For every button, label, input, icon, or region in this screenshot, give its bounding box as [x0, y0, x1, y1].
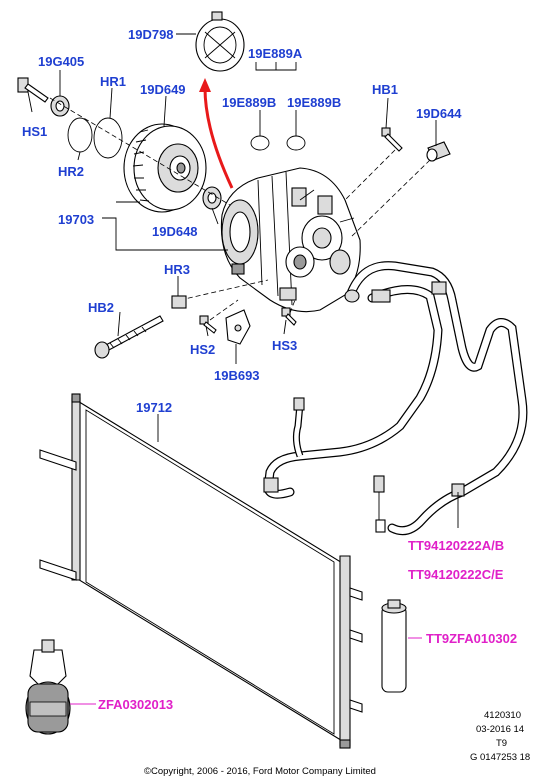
part-HB1-bolt	[381, 127, 403, 152]
label-19D648: 19D648	[152, 224, 198, 239]
label-receiver-dryer: TT9ZFA010302	[426, 631, 517, 646]
refrigerant-hose-assembly	[263, 261, 528, 536]
part-HS2-bolt	[199, 315, 217, 334]
label-19703: 19703	[58, 212, 94, 227]
part-HB2-bolt	[94, 315, 164, 359]
label-hose-ce: TT94120222C/E	[408, 567, 504, 582]
part-HS1-bolt	[17, 77, 49, 103]
part-19E889B-oring-right	[286, 135, 306, 151]
part-receiver-dryer	[381, 599, 407, 693]
label-19712: 19712	[136, 400, 172, 415]
alignment-line-2	[179, 279, 269, 301]
label-19E889B-right: 19E889B	[287, 95, 341, 110]
label-19D649: 19D649	[140, 82, 186, 97]
part-19E889B-oring-left	[250, 135, 270, 151]
label-19G405: 19G405	[38, 54, 84, 69]
footer-ref-4: G 0147253 18	[470, 752, 530, 763]
install-direction-arrow	[203, 87, 234, 189]
part-HS3-bolt	[281, 307, 297, 326]
part-19D649-pulley	[123, 123, 207, 213]
label-HB1: HB1	[372, 82, 398, 97]
alignment-line-3	[344, 149, 396, 201]
part-HR1-ring	[93, 117, 123, 159]
part-19D644-switch	[426, 141, 451, 162]
label-HR3: HR3	[164, 262, 190, 277]
label-19E889A: 19E889A	[248, 46, 303, 61]
label-HS3: HS3	[272, 338, 297, 353]
alignment-line-1	[49, 97, 231, 206]
alignment-line-6	[209, 299, 239, 321]
label-HR1: HR1	[100, 74, 126, 89]
part-19B693-bracket	[225, 309, 251, 345]
alignment-line-4	[349, 159, 431, 239]
footer-ref-2: 03-2016 14	[476, 724, 524, 735]
arrow-head	[199, 78, 211, 92]
label-hose-ab: TT94120222A/B	[408, 538, 504, 553]
footer-ref-1: 4120310	[484, 710, 521, 721]
label-HR2: HR2	[58, 164, 84, 179]
leader-lines	[27, 33, 459, 705]
label-refrigerant: ZFA0302013	[98, 697, 173, 712]
alignment-line-5	[289, 299, 296, 314]
label-HS2: HS2	[190, 342, 215, 357]
label-19D644: 19D644	[416, 106, 462, 121]
compressor-assembly	[220, 167, 361, 313]
label-HS1: HS1	[22, 124, 47, 139]
part-HR3-sleeve	[171, 295, 187, 309]
part-HR2-ring	[67, 117, 93, 153]
footer-ref-3: T9	[496, 738, 507, 749]
part-19712-condenser	[39, 393, 363, 749]
part-19G405-nut	[50, 95, 70, 117]
copyright-notice: ©Copyright, 2006 - 2016, Ford Motor Comp…	[144, 766, 376, 777]
label-19E889B-left: 19E889B	[222, 95, 276, 110]
part-refrigerant-bottle	[25, 639, 71, 735]
label-19D798: 19D798	[128, 27, 174, 42]
label-HB2: HB2	[88, 300, 114, 315]
part-19D798-cover	[195, 11, 245, 72]
label-19B693: 19B693	[214, 368, 260, 383]
